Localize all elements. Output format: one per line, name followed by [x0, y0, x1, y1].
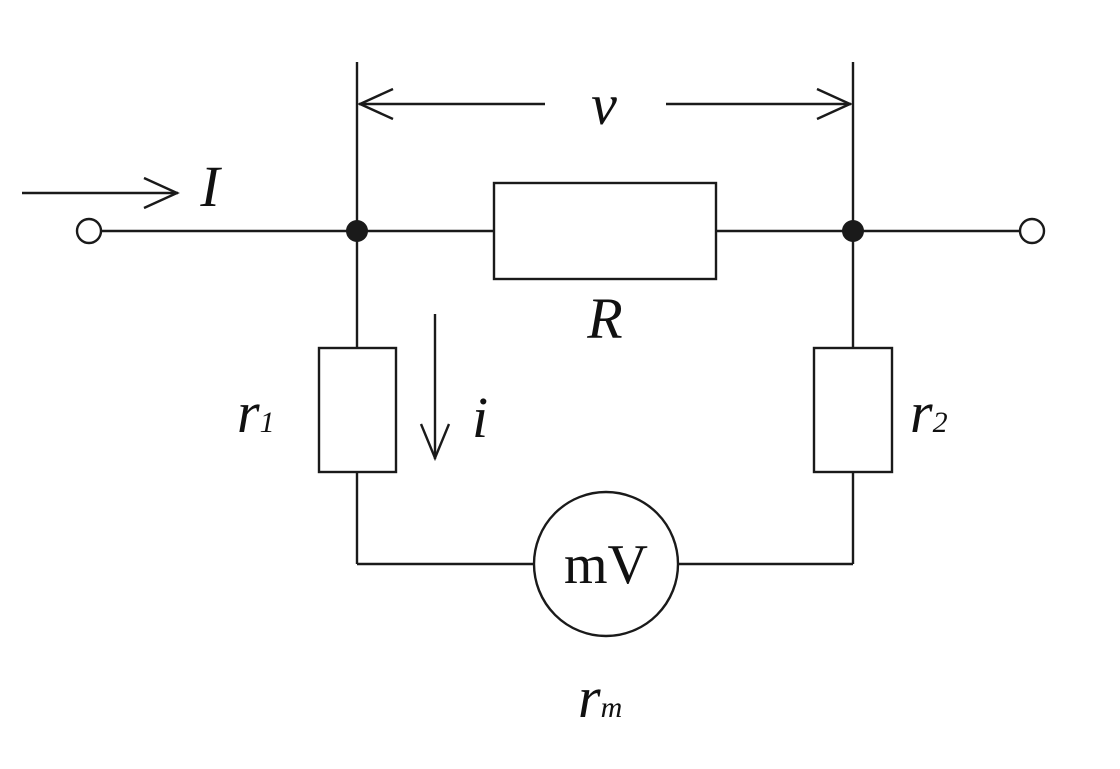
output-terminal: [1018, 217, 1046, 245]
voltage-label: v: [591, 72, 617, 137]
voltage-arrow-right-head: [816, 87, 853, 121]
resistor-r1: [317, 346, 398, 474]
main-line: R: [75, 181, 1046, 351]
input-current-indicator: I: [22, 154, 222, 219]
resistor-r2-label: r2: [910, 380, 948, 445]
resistor-r2-label-sub: 2: [933, 406, 948, 439]
branch-current-label: i: [472, 385, 488, 450]
right-branch: r2: [812, 231, 948, 564]
resistor-r1-label-sub: 1: [260, 406, 275, 439]
left-branch: r1: [237, 231, 398, 564]
resistor-R-label: R: [586, 286, 622, 351]
resistor-r1-label: r1: [237, 380, 275, 445]
meter-resistance-label: rm: [578, 665, 622, 730]
millivoltmeter-symbol: mV: [564, 534, 648, 596]
input-current-label: I: [199, 154, 222, 219]
voltage-indicator: v: [355, 62, 855, 231]
voltage-arrow-left-head: [357, 87, 394, 121]
branch-current-indicator: i: [419, 314, 488, 462]
meter-resistance-label-base: r: [578, 665, 601, 730]
resistor-R: [492, 181, 718, 281]
input-terminal: [75, 217, 103, 245]
meter-resistance-label-sub: m: [601, 691, 623, 724]
branch-current-arrow-head: [419, 423, 451, 462]
meter-branch: mV rm: [357, 490, 853, 730]
resistor-r2-label-base: r: [910, 380, 933, 445]
resistor-r1-label-base: r: [237, 380, 260, 445]
input-current-arrow-head: [143, 176, 180, 210]
resistor-r2: [812, 346, 894, 474]
